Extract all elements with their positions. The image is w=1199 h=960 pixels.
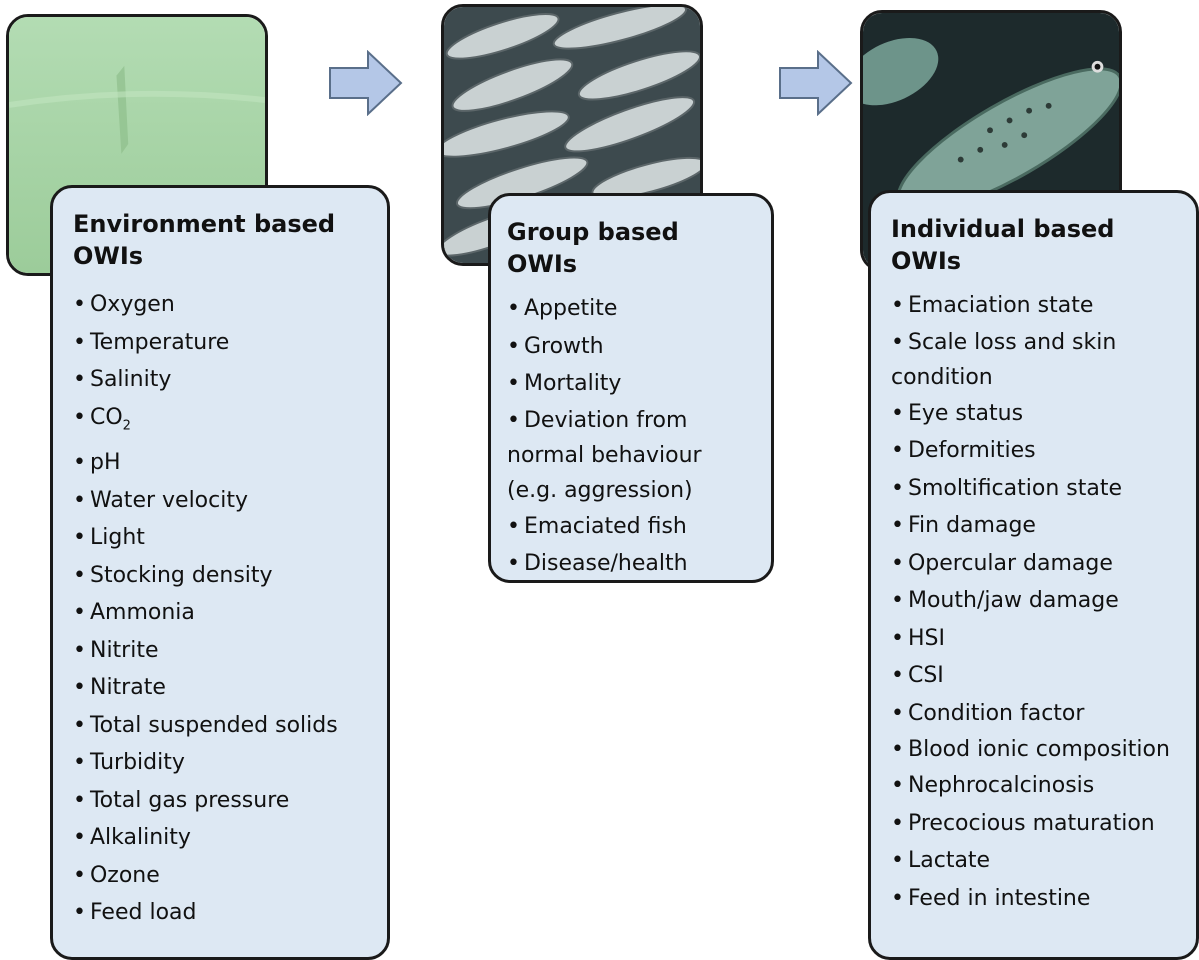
list-item: •Turbidity (73, 750, 185, 776)
group-owi-title: Group based OWIs (507, 218, 679, 278)
list-item: •CO2 (73, 404, 131, 433)
list-item: •CSI (891, 663, 944, 688)
individual-title-line1: Individual based (891, 215, 1115, 243)
environment-owi-title: Environment based OWIs (73, 208, 373, 272)
list-item: •Deformities (891, 438, 1036, 463)
list-item: •Total suspended solids (73, 712, 338, 738)
list-item: •Feed load (73, 900, 197, 926)
list-item: •Total gas pressure (73, 787, 290, 813)
list-item: •Ammonia (73, 600, 195, 626)
individual-owi-list: •Emaciation state •Scale loss and skin c… (891, 287, 1182, 917)
list-item: •Feed in intestine (891, 885, 1091, 911)
list-item: •Smoltification state (891, 475, 1122, 501)
list-item: •Emaciation state (891, 293, 1094, 318)
list-item: •Appetite (507, 296, 618, 321)
list-item: •Emaciated fish (507, 513, 687, 539)
list-item: •Mouth/jaw damage (891, 588, 1119, 613)
list-item: •Blood ionic composition (891, 737, 1170, 762)
list-item: •Precocious maturation (891, 810, 1155, 836)
group-owi-list: •Appetite •Growth •Mortality •Deviation … (507, 290, 757, 583)
list-item: •Nitrate (73, 675, 166, 701)
list-item: •Oxygen (73, 292, 175, 317)
environment-owi-card: Environment based OWIs •Oxygen •Temperat… (50, 185, 390, 960)
list-item: •Growth (507, 333, 604, 359)
group-owi-card: Group based OWIs •Appetite •Growth •Mort… (488, 193, 774, 583)
individual-owi-card: Individual based OWIs •Emaciation state … (868, 190, 1199, 960)
environment-title-line2: OWIs (73, 242, 144, 270)
list-item: •Deviation from normal behaviour (e.g. a… (507, 407, 702, 503)
list-item: •pH (73, 450, 121, 476)
list-item: •Ozone (73, 862, 160, 888)
list-item: •Eye status (891, 400, 1024, 426)
list-item: •Lactate (891, 848, 991, 873)
list-item: •Fin damage (891, 513, 1036, 538)
environment-owi-list: •Oxygen •Temperature •Salinity •CO2 •pH … (73, 286, 373, 932)
environment-title-line1: Environment based (73, 210, 336, 238)
right-arrow-icon (329, 50, 403, 116)
right-arrow-icon (779, 50, 853, 116)
list-item: •Stocking density (73, 562, 273, 588)
list-item: •Scale loss and skin condition (891, 329, 1117, 390)
list-item: •Opercular damage (891, 550, 1113, 576)
list-item: •Nitrite (73, 637, 159, 663)
list-item: •Disease/health (507, 551, 688, 576)
list-item: •Light (73, 525, 145, 551)
list-item: •Temperature (73, 329, 230, 355)
list-item: •Nephrocalcinosis (891, 773, 1095, 798)
list-item: •Alkalinity (73, 825, 191, 851)
individual-owi-title: Individual based OWIs (891, 213, 1182, 277)
co2-subscript: 2 (122, 417, 131, 433)
list-item: •Salinity (73, 367, 172, 392)
list-item: •HSI (891, 625, 945, 651)
individual-title-line2: OWIs (891, 247, 962, 275)
list-item: •Condition factor (891, 700, 1085, 726)
list-item: •Water velocity (73, 487, 248, 513)
list-item: •Mortality (507, 371, 622, 396)
